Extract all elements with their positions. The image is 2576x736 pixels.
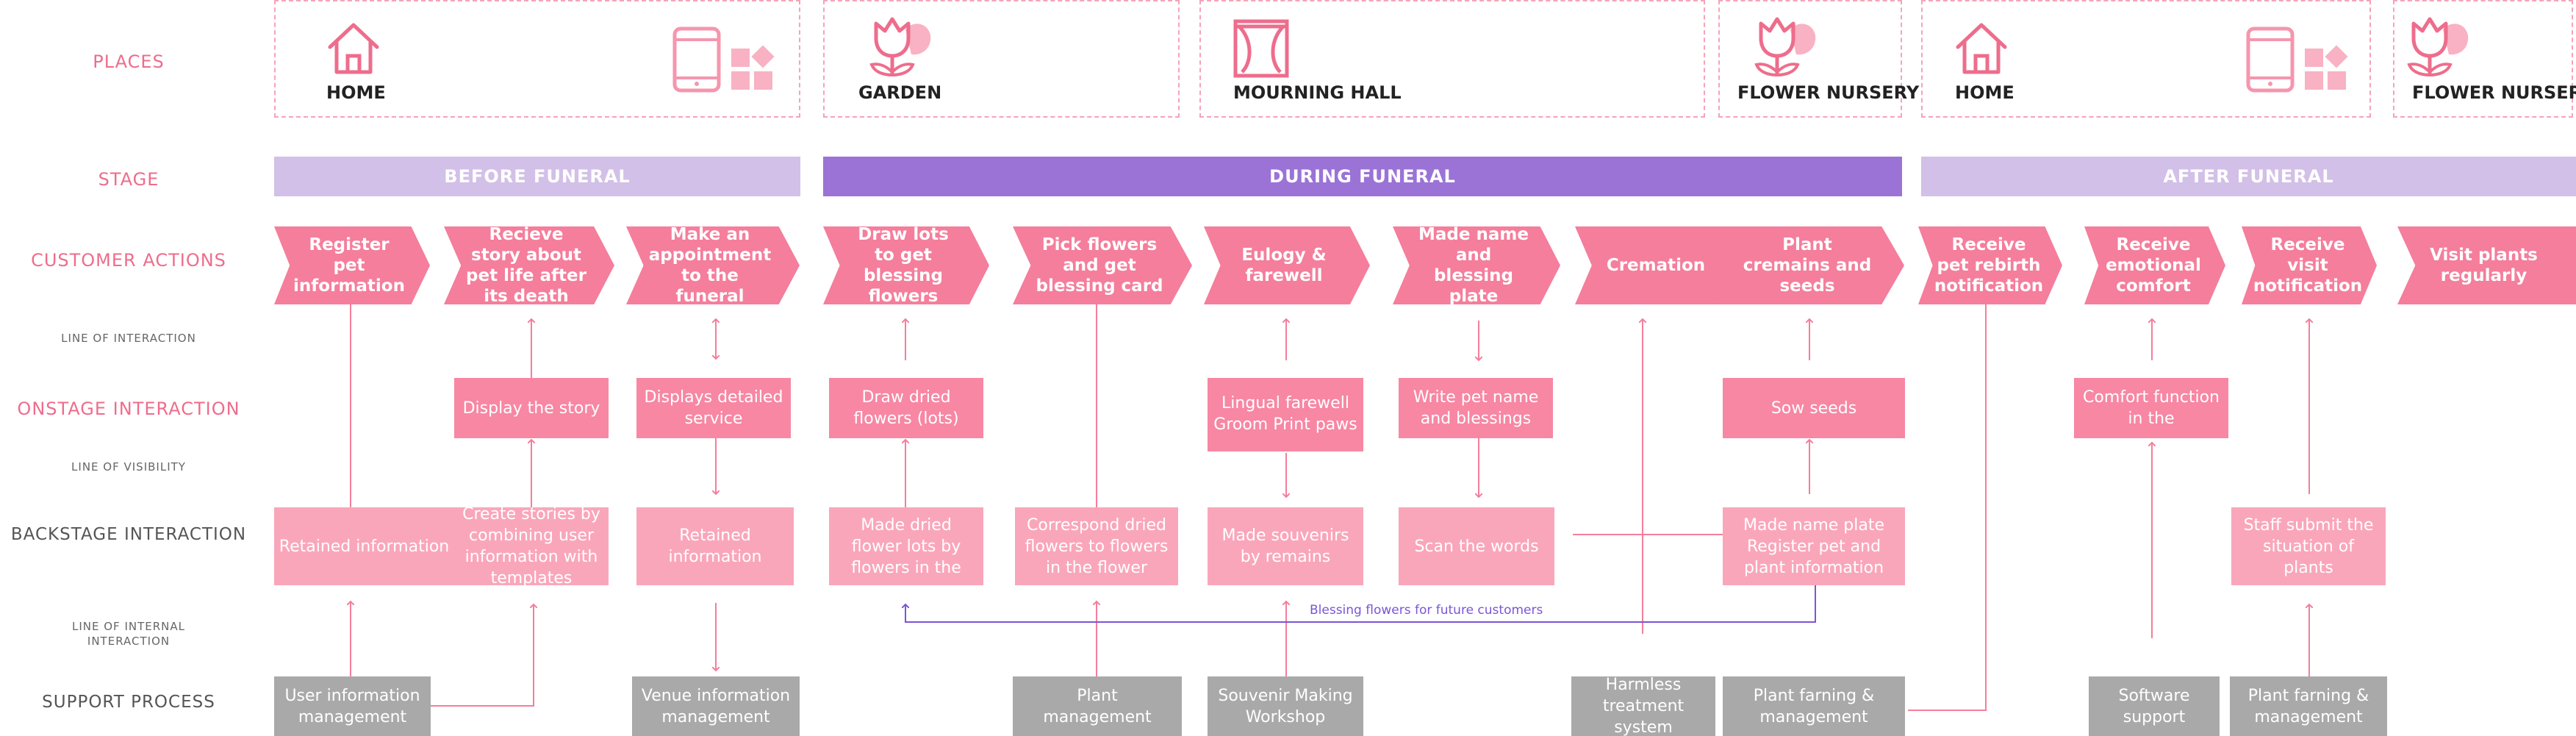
backstage-create-stories: Create stories by combining user informa… bbox=[454, 507, 609, 585]
backstage-staff-submit: Staff submit the situation of plants bbox=[2231, 507, 2386, 585]
stage-after-funeral: AFTER FUNERAL bbox=[1921, 157, 2576, 196]
place-name: FLOWER NURSERY bbox=[2412, 82, 2576, 103]
action-pick-flowers: Pick flowers and get blessing card bbox=[1013, 226, 1192, 304]
tulip-icon bbox=[1754, 17, 1816, 76]
onstage-display-story: Display the story bbox=[454, 378, 609, 438]
place-name: MOURNING HALL bbox=[1233, 82, 1402, 103]
onstage-lingual-farewell: Lingual farewell Groom Print paws bbox=[1208, 378, 1363, 451]
place-flower-nursery-2: FLOWER NURSERY bbox=[2393, 0, 2576, 118]
backstage-retained-information: Retained information bbox=[274, 507, 454, 585]
house-icon bbox=[1956, 23, 2007, 74]
row-label-places: PLACES bbox=[93, 51, 165, 72]
phone-icon bbox=[2246, 26, 2295, 93]
place-home-1: HOME bbox=[274, 0, 800, 118]
support-souvenir-workshop: Souvenir Making Workshop bbox=[1208, 676, 1363, 736]
action-plant-cremains: Plant cremains and seeds bbox=[1716, 226, 1904, 304]
support-venue-information-management: Venue information management bbox=[632, 676, 800, 736]
backstage-correspond-dried-flowers: Correspond dried flowers to flowers in t… bbox=[1015, 507, 1178, 585]
row-label-line-of-interaction: LINE OF INTERACTION bbox=[61, 332, 196, 345]
backstage-made-souvenirs: Made souvenirs by remains bbox=[1208, 507, 1363, 585]
onstage-displays-service: Displays detailed service bbox=[636, 378, 791, 438]
curtain-window-icon bbox=[1233, 19, 1289, 78]
action-cremation: Cremation bbox=[1575, 226, 1743, 304]
stage-before-funeral: BEFORE FUNERAL bbox=[274, 157, 800, 196]
onstage-comfort-function: Comfort function in the bbox=[2074, 378, 2228, 438]
phone-icon bbox=[672, 26, 721, 93]
backstage-made-name-plate: Made name plate Register pet and plant i… bbox=[1723, 507, 1905, 585]
action-eulogy-farewell: Eulogy & farewell bbox=[1204, 226, 1370, 304]
onstage-draw-dried-flowers: Draw dried flowers (lots) bbox=[829, 378, 983, 438]
support-software-support: Software support bbox=[2089, 676, 2220, 736]
row-label-customer-actions: CUSTOMER ACTIONS bbox=[31, 250, 226, 271]
action-name-plate: Made name and blessing plate bbox=[1393, 226, 1560, 304]
action-visit-notification: Receive visit notification bbox=[2242, 226, 2377, 304]
support-plant-farning-management: Plant farning & management bbox=[1723, 676, 1905, 736]
place-home-2: HOME bbox=[1921, 0, 2371, 118]
row-label-line-of-internal-interaction: LINE OF INTERNAL INTERACTION bbox=[72, 620, 185, 648]
row-label-support-process: SUPPORT PROCESS bbox=[42, 693, 215, 712]
action-rebirth-notification: Receive pet rebirth notification bbox=[1918, 226, 2062, 304]
place-name: FLOWER NURSERY bbox=[1737, 82, 1920, 103]
shapes-icon bbox=[2305, 46, 2348, 90]
action-draw-lots: Draw lots to get blessing flowers bbox=[823, 226, 989, 304]
support-user-information-management: User information management bbox=[274, 676, 431, 736]
action-make-appointment: Make an appointment to the funeral bbox=[626, 226, 800, 304]
house-icon bbox=[328, 23, 379, 74]
row-label-backstage: BACKSTAGE INTERACTION bbox=[10, 525, 247, 544]
support-harmless-treatment-system: Harmless treatment system bbox=[1571, 676, 1715, 736]
feedback-note: Blessing flowers for future customers bbox=[1310, 603, 1543, 618]
support-plant-management: Plant management bbox=[1013, 676, 1182, 736]
shapes-icon bbox=[731, 46, 775, 90]
backstage-made-dried-flower-lots: Made dried flower lots by flowers in the bbox=[829, 507, 983, 585]
support-plant-farning-management-2: Plant farning & management bbox=[2230, 676, 2387, 736]
row-label-stage: STAGE bbox=[98, 169, 159, 190]
backstage-scan-the-words: Scan the words bbox=[1399, 507, 1554, 585]
place-mourning-hall: MOURNING HALL bbox=[1199, 0, 1705, 118]
backstage-retained-information-2: Retained information bbox=[636, 507, 794, 585]
place-name: HOME bbox=[1955, 82, 2014, 103]
place-garden: GARDEN bbox=[823, 0, 1180, 118]
row-label-line-of-visibility: LINE OF VISIBILITY bbox=[71, 460, 186, 474]
action-emotional-comfort: Receive emotional comfort bbox=[2084, 226, 2225, 304]
action-register-pet-information: Register pet information bbox=[274, 226, 430, 304]
action-receive-story: Recieve story about pet life after its d… bbox=[444, 226, 614, 304]
onstage-sow-seeds: Sow seeds bbox=[1723, 378, 1905, 438]
tulip-icon bbox=[869, 17, 931, 76]
place-name: HOME bbox=[326, 82, 386, 103]
row-label-onstage: ONSTAGE INTERACTION bbox=[17, 399, 240, 419]
place-name: GARDEN bbox=[858, 82, 942, 103]
place-flower-nursery-1: FLOWER NURSERY bbox=[1718, 0, 1919, 118]
onstage-write-pet-name: Write pet name and blessings bbox=[1399, 378, 1553, 438]
tulip-icon bbox=[2407, 17, 2469, 76]
action-visit-plants: Visit plants regularly bbox=[2397, 226, 2576, 304]
stage-during-funeral: DURING FUNERAL bbox=[823, 157, 1902, 196]
